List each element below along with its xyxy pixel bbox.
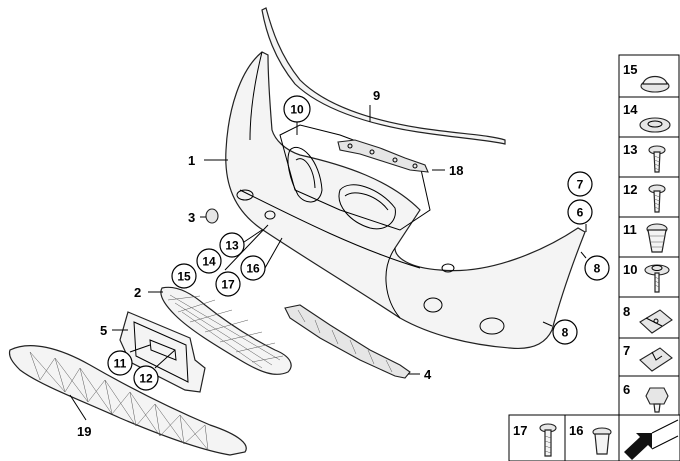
svg-text:15: 15 bbox=[177, 270, 191, 284]
clip-icon bbox=[639, 347, 673, 372]
nut-bolt-icon bbox=[645, 387, 669, 413]
clip-nut-icon bbox=[639, 309, 673, 334]
bracket bbox=[337, 139, 429, 173]
callout-11: 11 bbox=[107, 350, 133, 376]
callout-13: 13 bbox=[219, 232, 245, 258]
fastener-sidebar: 15 14 13 12 11 10 8 7 6 bbox=[618, 54, 680, 461]
svg-text:11: 11 bbox=[114, 357, 127, 371]
sidebar-num-12: 12 bbox=[623, 182, 637, 197]
plug-icon bbox=[640, 75, 670, 93]
svg-text:6: 6 bbox=[577, 206, 584, 220]
svg-text:16: 16 bbox=[246, 262, 260, 276]
bottom-num-16: 16 bbox=[569, 423, 583, 438]
svg-text:8: 8 bbox=[594, 262, 601, 276]
rivet-icon bbox=[592, 427, 612, 455]
callout-8-lower: 8 bbox=[552, 319, 578, 345]
sidebar-num-11: 11 bbox=[623, 222, 637, 237]
bottom-num-17: 17 bbox=[513, 423, 527, 438]
label-9: 9 bbox=[373, 88, 380, 103]
plain-labels: 1 3 2 5 4 9 18 19 bbox=[77, 88, 463, 439]
label-19: 19 bbox=[77, 424, 91, 439]
front-bumper-cover bbox=[225, 51, 586, 350]
callout-12: 12 bbox=[133, 365, 159, 391]
sidebar-num-6: 6 bbox=[623, 382, 630, 397]
label-2: 2 bbox=[134, 285, 141, 300]
screw-icon bbox=[648, 145, 666, 173]
svg-text:10: 10 bbox=[290, 103, 304, 117]
callout-6: 6 bbox=[567, 199, 593, 225]
grommet-icon bbox=[639, 117, 671, 133]
bolt-icon bbox=[539, 423, 557, 457]
callout-15: 15 bbox=[171, 263, 197, 289]
callout-8-upper: 8 bbox=[584, 255, 610, 281]
lower-grille bbox=[160, 286, 292, 375]
label-5: 5 bbox=[100, 323, 107, 338]
direction-arrow-icon bbox=[624, 419, 679, 460]
sidebar-num-8: 8 bbox=[623, 304, 630, 319]
label-18: 18 bbox=[449, 163, 463, 178]
label-4: 4 bbox=[424, 367, 432, 382]
expansion-rivet-icon bbox=[648, 184, 666, 213]
circled-callouts: 10 13 14 15 16 17 7 6 8 8 11 12 bbox=[107, 95, 610, 391]
svg-text:13: 13 bbox=[225, 239, 239, 253]
callout-10: 10 bbox=[283, 95, 311, 123]
sidebar-num-15: 15 bbox=[623, 62, 637, 77]
label-3: 3 bbox=[188, 210, 195, 225]
svg-text:7: 7 bbox=[577, 178, 584, 192]
bumper-carrier bbox=[8, 345, 247, 456]
callout-7: 7 bbox=[567, 171, 593, 197]
svg-text:8: 8 bbox=[562, 326, 569, 340]
callout-17: 17 bbox=[215, 271, 241, 297]
label-1: 1 bbox=[188, 153, 195, 168]
lower-spoiler bbox=[284, 304, 411, 379]
seal-strip bbox=[261, 7, 506, 145]
tow-hook-cap bbox=[205, 208, 219, 224]
bottom-parts-strip: 17 16 bbox=[508, 414, 680, 461]
svg-text:12: 12 bbox=[139, 372, 153, 386]
sidebar-num-7: 7 bbox=[623, 343, 630, 358]
bolt-washer-icon bbox=[644, 264, 670, 293]
sidebar-num-10: 10 bbox=[623, 262, 637, 277]
sidebar-num-13: 13 bbox=[623, 142, 637, 157]
leader-lines bbox=[69, 105, 587, 421]
callout-14: 14 bbox=[196, 248, 222, 274]
sidebar-num-14: 14 bbox=[623, 102, 638, 117]
callout-16: 16 bbox=[240, 255, 266, 281]
license-plate-holder bbox=[119, 311, 206, 393]
spring-nut-icon bbox=[646, 223, 668, 253]
svg-text:14: 14 bbox=[202, 255, 216, 269]
svg-text:17: 17 bbox=[221, 278, 235, 292]
